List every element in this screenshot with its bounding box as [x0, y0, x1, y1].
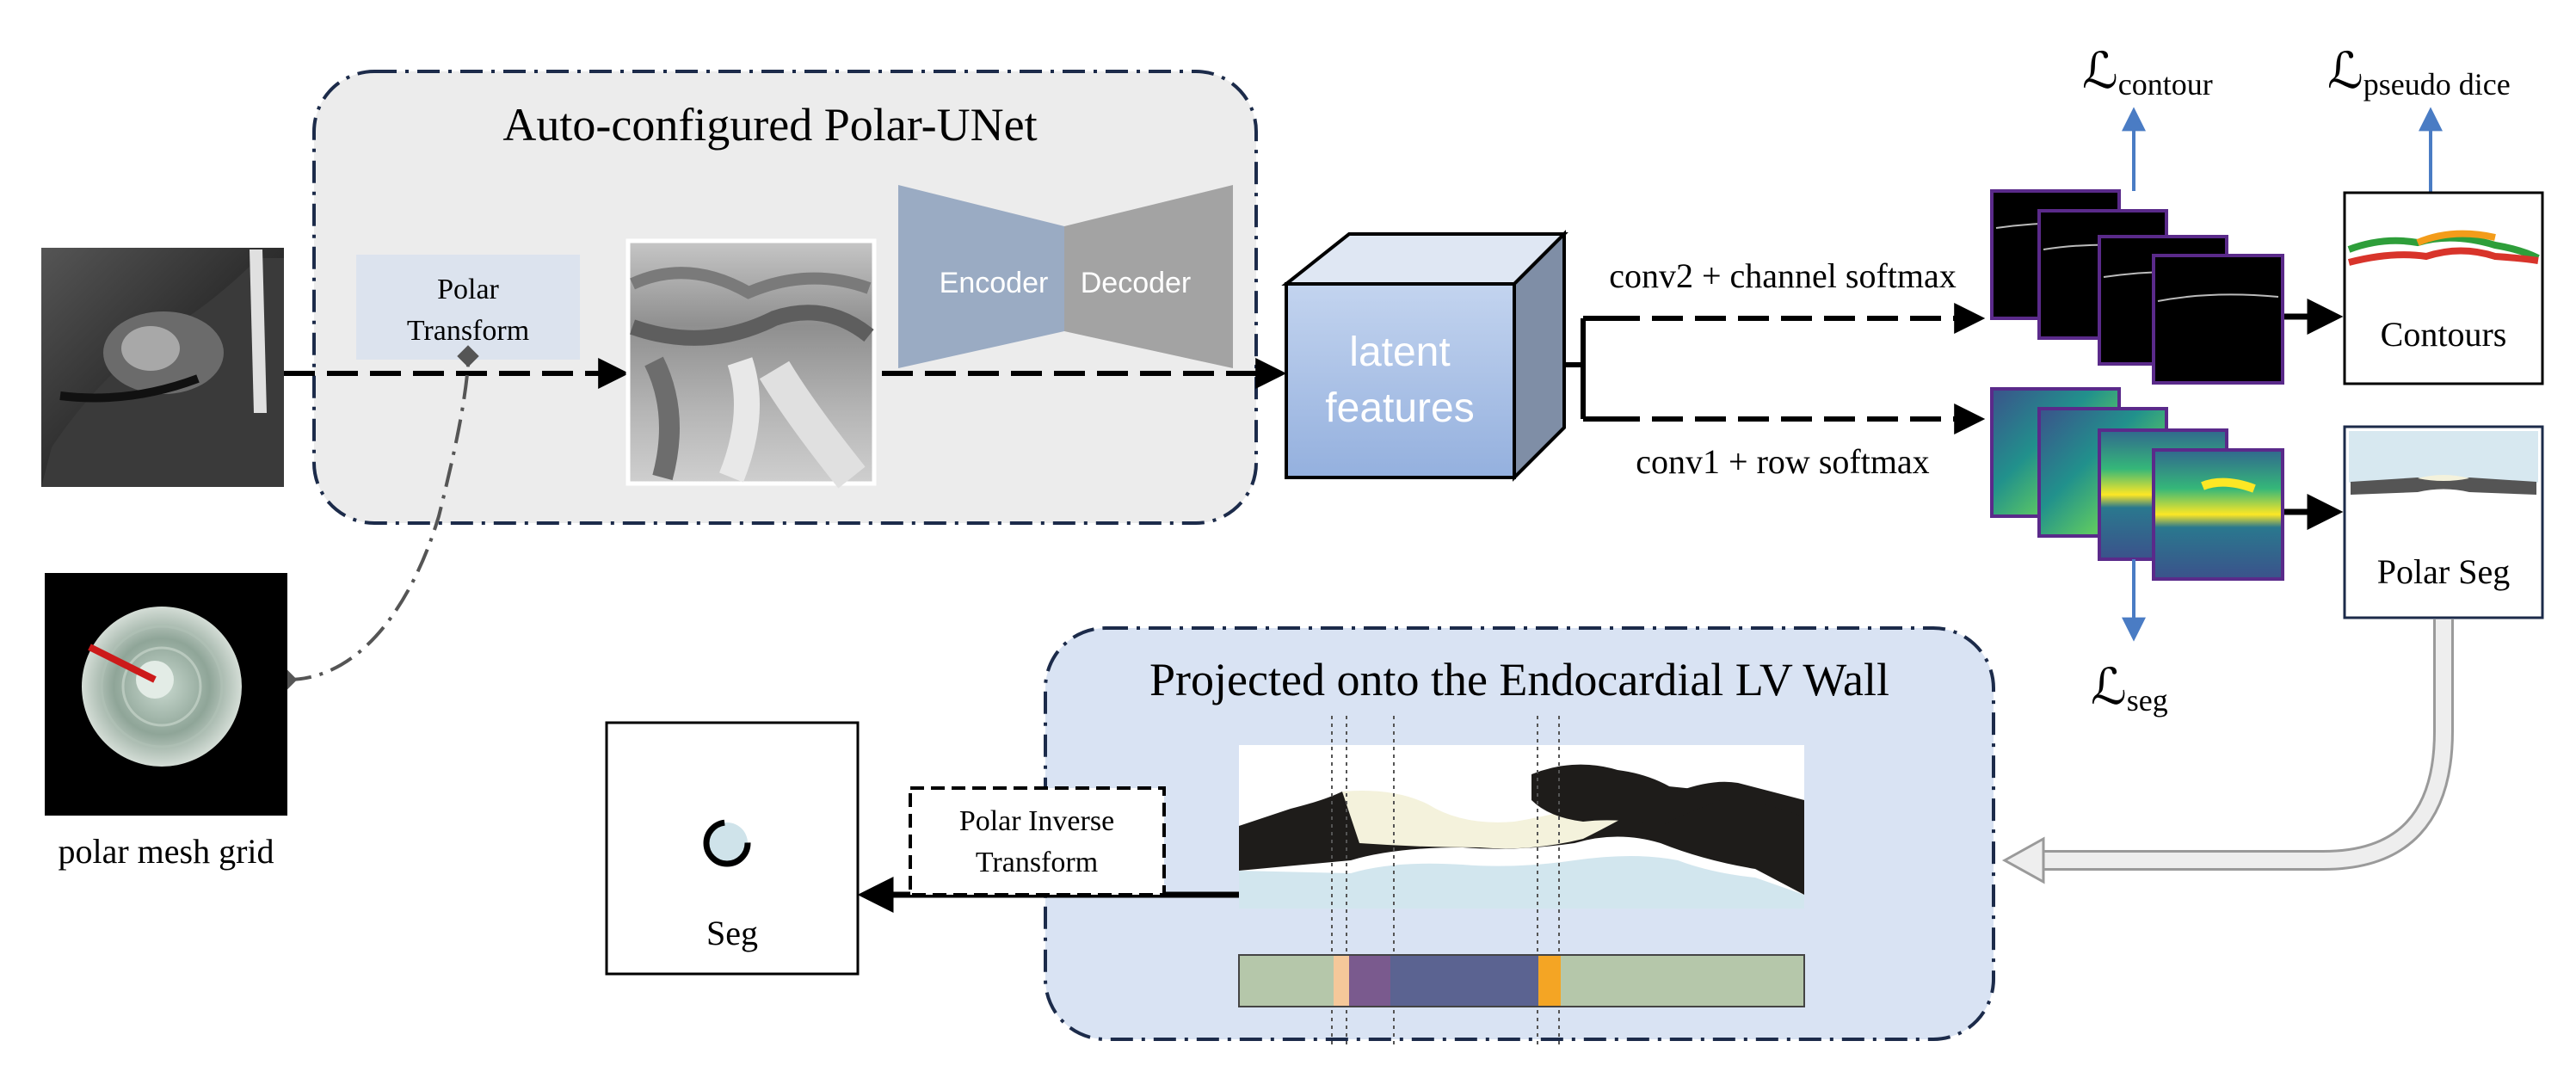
- return-arrow-body: [2031, 619, 2451, 868]
- polar-mesh-grid-image: [45, 573, 287, 816]
- latent-features-cube: [1281, 230, 1568, 482]
- contour-line-red: [2347, 247, 2539, 266]
- branch-bracket: [1564, 316, 1609, 422]
- polar-seg-region: [2418, 475, 2469, 481]
- polar-inverse-box: [909, 786, 1166, 896]
- seg-output-ring: [703, 819, 751, 867]
- top-panel-title: Auto-configured Polar-UNet: [502, 99, 1037, 151]
- cardiac-mri-image: [41, 248, 284, 487]
- seg-output-label: Seg: [706, 914, 758, 952]
- polar-unwrapped-image: [626, 238, 877, 489]
- polar-transform-line2: Transform: [407, 315, 529, 347]
- encoder-block: [898, 185, 1064, 368]
- polar-seg-wall: [2351, 477, 2536, 495]
- contours-label: Contours: [2381, 315, 2507, 354]
- contour-loss-label: ℒcontour: [2082, 43, 2213, 102]
- polar-seg-label: Polar Seg: [2377, 552, 2510, 591]
- encoder-label: Encoder: [940, 267, 1049, 299]
- mesh-grid-caption: polar mesh grid: [58, 832, 274, 871]
- contour-probability-maps: [1990, 189, 2284, 385]
- polar-inverse-line2: Transform: [976, 847, 1098, 878]
- projection-guides: [1331, 716, 1560, 1045]
- lower-branch-label: conv1 + row softmax: [1636, 442, 1929, 481]
- wall-color-strip: [1238, 954, 1805, 1007]
- decoder-block: [1064, 185, 1233, 368]
- polar-transform-box: [356, 255, 580, 360]
- polar-seg-background: [2349, 431, 2538, 483]
- pseudo-dice-loss-label: ℒpseudo dice: [2327, 43, 2511, 102]
- contours-box: [2343, 191, 2544, 385]
- bottom-panel-title: Projected onto the Endocardial LV Wall: [1149, 654, 1889, 705]
- polar-transform-connector: [457, 345, 479, 367]
- return-arrow-head: [2001, 836, 2045, 884]
- polar-inverse-line1: Polar Inverse: [959, 805, 1114, 837]
- latent-line1: latent: [1349, 330, 1450, 375]
- mesh-connector-line: [287, 365, 470, 681]
- latent-line2: features: [1325, 385, 1474, 431]
- upper-branch-label: conv2 + channel softmax: [1609, 256, 1957, 295]
- contour-line-orange: [2416, 230, 2496, 246]
- polar-transform-line1: Polar: [437, 274, 499, 305]
- wall-projection-image: [1239, 745, 1804, 909]
- return-arrow-outline: [2031, 619, 2454, 871]
- seg-loss-label: ℒseg: [2091, 659, 2168, 718]
- decoder-label: Decoder: [1081, 267, 1192, 299]
- segmentation-probability-maps: [1990, 387, 2284, 581]
